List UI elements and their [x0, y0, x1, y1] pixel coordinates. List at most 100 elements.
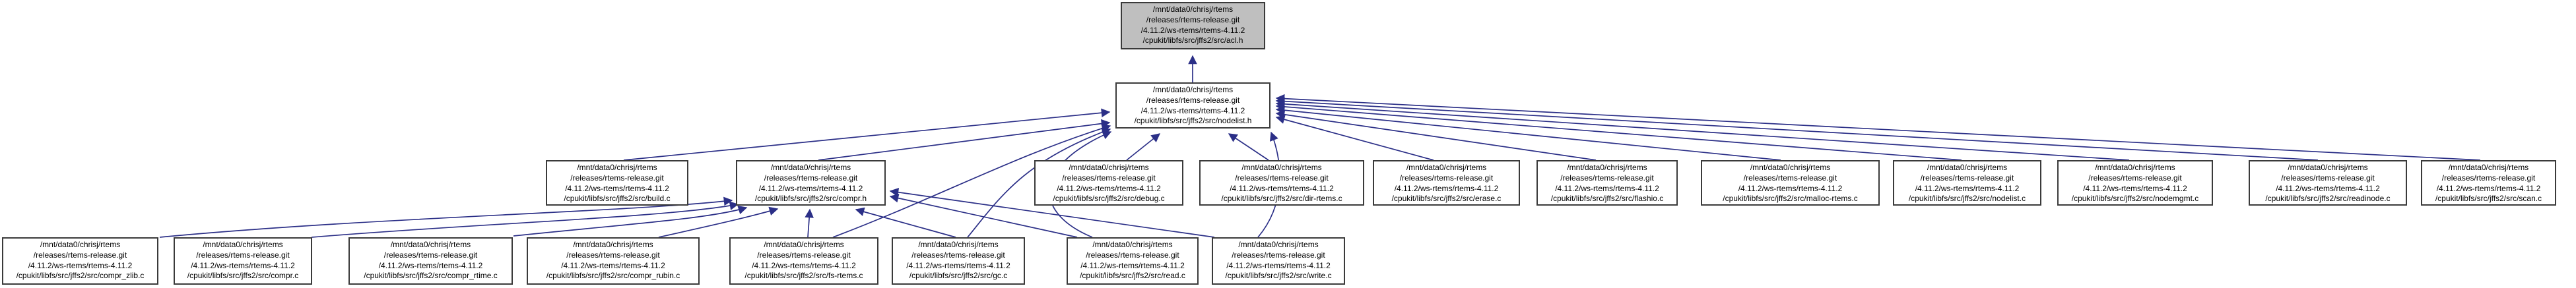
node-file-line: /cpukit/libfs/src/jffs2/src/fs-rtems.c — [744, 271, 863, 281]
node-path-line: /releases/rtems-release.git — [1560, 173, 1654, 183]
graph-node-compr_h[interactable]: /mnt/data0/chrisj/rtems/releases/rtems-r… — [736, 160, 886, 206]
edge-nodelist_c-to-nodelist_h — [1275, 102, 1962, 161]
node-path-line: /mnt/data0/chrisj/rtems — [390, 240, 471, 249]
node-path-line: /4.11.2/ws-rtems/rtems-4.11.2 — [906, 260, 1010, 270]
node-path-line: /mnt/data0/chrisj/rtems — [573, 240, 653, 249]
node-file-line: /cpukit/libfs/src/jffs2/src/nodelist.h — [1134, 116, 1252, 126]
edge-dir_rtems_c-to-nodelist_h — [1228, 133, 1269, 161]
node-path-line: /4.11.2/ws-rtems/rtems-4.11.2 — [2083, 183, 2187, 193]
node-path-line: /releases/rtems-release.git — [1399, 173, 1494, 183]
edge-compr_h-to-nodelist_h — [818, 119, 1111, 161]
graph-node-read_c[interactable]: /mnt/data0/chrisj/rtems/releases/rtems-r… — [1067, 237, 1199, 285]
node-path-line: /4.11.2/ws-rtems/rtems-4.11.2 — [378, 260, 483, 270]
node-file-line: /cpukit/libfs/src/jffs2/src/compr.h — [754, 194, 867, 204]
node-path-line: /releases/rtems-release.git — [1743, 173, 1837, 183]
node-path-line: /mnt/data0/chrisj/rtems — [1069, 163, 1149, 172]
node-path-line: /releases/rtems-release.git — [383, 250, 478, 260]
node-path-line: /4.11.2/ws-rtems/rtems-4.11.2 — [1140, 25, 1245, 35]
node-path-line: /4.11.2/ws-rtems/rtems-4.11.2 — [1140, 105, 1245, 115]
node-path-line: /mnt/data0/chrisj/rtems — [1152, 5, 1234, 14]
edge-build_c-to-nodelist_h — [623, 108, 1111, 161]
node-path-line: /4.11.2/ws-rtems/rtems-4.11.2 — [2276, 183, 2380, 193]
graph-node-erase_c[interactable]: /mnt/data0/chrisj/rtems/releases/rtems-r… — [1373, 160, 1520, 206]
node-path-line: /releases/rtems-release.git — [33, 250, 127, 260]
node-file-line: /cpukit/libfs/src/jffs2/src/compr_zlib.c — [16, 271, 145, 281]
edge-readinode_c-to-nodelist_h — [1275, 96, 2319, 161]
graph-node-scan_c[interactable]: /mnt/data0/chrisj/rtems/releases/rtems-r… — [2421, 160, 2556, 206]
node-file-line: /cpukit/libfs/src/jffs2/src/compr_rubin.… — [546, 271, 680, 281]
graph-node-build_c[interactable]: /mnt/data0/chrisj/rtems/releases/rtems-r… — [546, 160, 688, 206]
node-file-line: /cpukit/libfs/src/jffs2/src/malloc-rtems… — [1723, 194, 1858, 204]
node-path-line: /4.11.2/ws-rtems/rtems-4.11.2 — [1080, 260, 1185, 270]
graph-node-gc_c[interactable]: /mnt/data0/chrisj/rtems/releases/rtems-r… — [892, 237, 1025, 285]
node-path-line: /mnt/data0/chrisj/rtems — [1750, 163, 1831, 172]
node-path-line: /mnt/data0/chrisj/rtems — [1152, 85, 1234, 94]
node-path-line: /mnt/data0/chrisj/rtems — [770, 163, 851, 172]
edge-compr_rubin_c-to-compr_h — [658, 206, 779, 238]
edge-scan_c-to-nodelist_h — [1275, 94, 2481, 161]
node-path-line: /releases/rtems-release.git — [764, 173, 858, 183]
node-path-line: /releases/rtems-release.git — [1920, 173, 2014, 183]
node-path-line: /releases/rtems-release.git — [1232, 250, 1325, 260]
edge-compr_c-to-compr_h — [311, 201, 739, 238]
graph-node-debug_c[interactable]: /mnt/data0/chrisj/rtems/releases/rtems-r… — [1034, 160, 1183, 206]
graph-node-compr_rubin_c[interactable]: /mnt/data0/chrisj/rtems/releases/rtems-r… — [527, 237, 700, 285]
node-path-line: /releases/rtems-release.git — [2281, 173, 2375, 183]
graph-node-flashio_c[interactable]: /mnt/data0/chrisj/rtems/releases/rtems-r… — [1536, 160, 1678, 206]
node-file-line: /cpukit/libfs/src/jffs2/src/flashio.c — [1550, 194, 1664, 204]
graph-node-compr_zlib_c[interactable]: /mnt/data0/chrisj/rtems/releases/rtems-r… — [2, 237, 158, 285]
node-path-line: /mnt/data0/chrisj/rtems — [1927, 163, 2008, 172]
graph-node-dir_rtems_c[interactable]: /mnt/data0/chrisj/rtems/releases/rtems-r… — [1199, 160, 1364, 206]
node-path-line: /4.11.2/ws-rtems/rtems-4.11.2 — [1394, 183, 1499, 193]
graph-node-write_c[interactable]: /mnt/data0/chrisj/rtems/releases/rtems-r… — [1212, 237, 1345, 285]
graph-node-malloc_rtems_c[interactable]: /mnt/data0/chrisj/rtems/releases/rtems-r… — [1701, 160, 1880, 206]
edge-compr_zlib_c-to-compr_h — [159, 196, 733, 238]
node-path-line: /mnt/data0/chrisj/rtems — [203, 240, 283, 249]
node-path-line: /4.11.2/ws-rtems/rtems-4.11.2 — [1915, 183, 2020, 193]
node-file-line: /cpukit/libfs/src/jffs2/src/compr.c — [187, 271, 299, 281]
graph-node-nodelist_c[interactable]: /mnt/data0/chrisj/rtems/releases/rtems-r… — [1893, 160, 2041, 206]
node-path-line: /mnt/data0/chrisj/rtems — [1241, 163, 1322, 172]
graph-node-fs_rtems_c[interactable]: /mnt/data0/chrisj/rtems/releases/rtems-r… — [729, 237, 878, 285]
edge-fs_rtems_c-to-compr_h — [805, 208, 814, 238]
node-path-line: /mnt/data0/chrisj/rtems — [1406, 163, 1487, 172]
node-file-line: /cpukit/libfs/src/jffs2/src/write.c — [1225, 271, 1332, 281]
node-path-line: /mnt/data0/chrisj/rtems — [2288, 163, 2368, 172]
graph-node-nodelist_h[interactable]: /mnt/data0/chrisj/rtems/releases/rtems-r… — [1115, 82, 1271, 129]
node-path-line: /4.11.2/ws-rtems/rtems-4.11.2 — [561, 260, 665, 270]
node-path-line: /4.11.2/ws-rtems/rtems-4.11.2 — [1226, 260, 1331, 270]
edge-flashio_c-to-nodelist_h — [1275, 110, 1597, 161]
node-file-line: /cpukit/libfs/src/jffs2/src/compr_rtime.… — [364, 271, 498, 281]
graph-node-compr_rtime_c[interactable]: /mnt/data0/chrisj/rtems/releases/rtems-r… — [348, 237, 513, 285]
node-file-line: /cpukit/libfs/src/jffs2/src/dir-rtems.c — [1221, 194, 1342, 204]
edge-debug_c-to-nodelist_h — [1126, 133, 1161, 161]
node-path-line: /4.11.2/ws-rtems/rtems-4.11.2 — [758, 183, 863, 193]
edge-erase_c-to-nodelist_h — [1275, 115, 1434, 161]
graph-node-readinode_c[interactable]: /mnt/data0/chrisj/rtems/releases/rtems-r… — [2249, 160, 2407, 206]
node-path-line: /releases/rtems-release.git — [1086, 250, 1179, 260]
edge-compr_rtime_c-to-compr_h — [513, 206, 748, 237]
node-file-line: /cpukit/libfs/src/jffs2/src/nodelist.c — [1908, 194, 2026, 204]
node-path-line: /4.11.2/ws-rtems/rtems-4.11.2 — [1057, 183, 1161, 193]
node-path-line: /releases/rtems-release.git — [2441, 173, 2536, 183]
node-path-line: /releases/rtems-release.git — [2088, 173, 2182, 183]
graph-node-compr_c[interactable]: /mnt/data0/chrisj/rtems/releases/rtems-r… — [174, 237, 312, 285]
node-file-line: /cpukit/libfs/src/jffs2/src/debug.c — [1053, 194, 1165, 204]
node-path-line: /mnt/data0/chrisj/rtems — [1238, 240, 1319, 249]
edge-malloc_rtems_c-to-nodelist_h — [1275, 105, 1781, 161]
graph-node-acl_h[interactable]: /mnt/data0/chrisj/rtems/releases/rtems-r… — [1121, 2, 1265, 49]
graph-node-nodemgmt_c[interactable]: /mnt/data0/chrisj/rtems/releases/rtems-r… — [2057, 160, 2213, 206]
node-path-line: /releases/rtems-release.git — [757, 250, 851, 260]
node-path-line: /releases/rtems-release.git — [566, 250, 660, 260]
node-path-line: /4.11.2/ws-rtems/rtems-4.11.2 — [1555, 183, 1659, 193]
edge-gc_c-to-compr_h — [855, 207, 956, 238]
node-path-line: /releases/rtems-release.git — [911, 250, 1005, 260]
node-path-line: /releases/rtems-release.git — [1235, 173, 1329, 183]
node-file-line: /cpukit/libfs/src/jffs2/src/build.c — [564, 194, 671, 204]
node-file-line: /cpukit/libfs/src/jffs2/src/nodemgmt.c — [2071, 194, 2199, 204]
node-path-line: /releases/rtems-release.git — [570, 173, 664, 183]
node-path-line: /4.11.2/ws-rtems/rtems-4.11.2 — [1738, 183, 1843, 193]
node-path-line: /4.11.2/ws-rtems/rtems-4.11.2 — [28, 260, 133, 270]
node-file-line: /cpukit/libfs/src/jffs2/src/scan.c — [2435, 194, 2542, 204]
